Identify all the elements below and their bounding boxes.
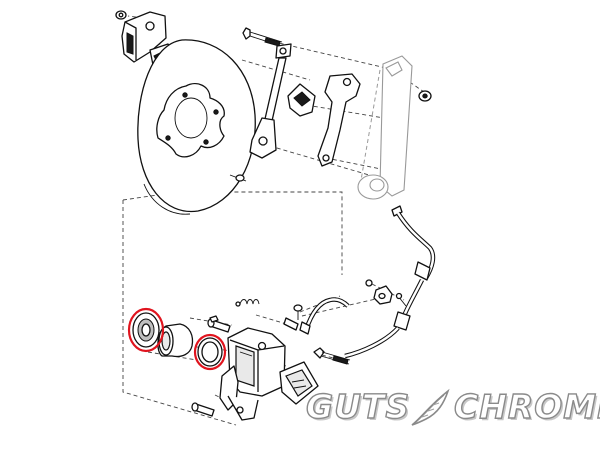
small-washer [365,279,373,287]
caliper-bolt [313,347,351,365]
brake-hose [344,205,436,359]
feather-icon [411,388,450,426]
caliper-mount-bracket [121,11,167,63]
small-rotor-bolt [209,315,219,323]
hose-fitting-nut [373,285,393,305]
caliper-spring [235,299,260,307]
hose-small-bolt [395,292,407,307]
logo-word-left: GUTS [305,386,411,426]
caliper-pin-lower [191,402,215,417]
brake-linkage-arm [249,43,292,159]
long-mounting-bolt [242,27,283,47]
brake-rotor [137,39,256,215]
lower-brake-pad [279,361,319,405]
guts-chrome-logo: GUTS CHROME [296,385,600,433]
swingarm-ghost [357,55,413,200]
rotor-bolt [229,174,247,182]
bleeder-screw [283,304,303,331]
banjo-brake-line [299,297,350,335]
linkage-pad [287,83,316,117]
caliper-body [219,327,286,421]
torque-plate [317,73,361,167]
top-nut [115,10,127,20]
highlight-ring-dust-seal [127,307,165,353]
highlight-rings [127,307,227,371]
logo-word-right: CHROME [453,386,600,426]
piston-o-ring [197,337,223,367]
piston-dust-seal [132,312,160,348]
swingarm-nut [418,90,432,102]
highlight-ring-o-ring [193,333,227,371]
